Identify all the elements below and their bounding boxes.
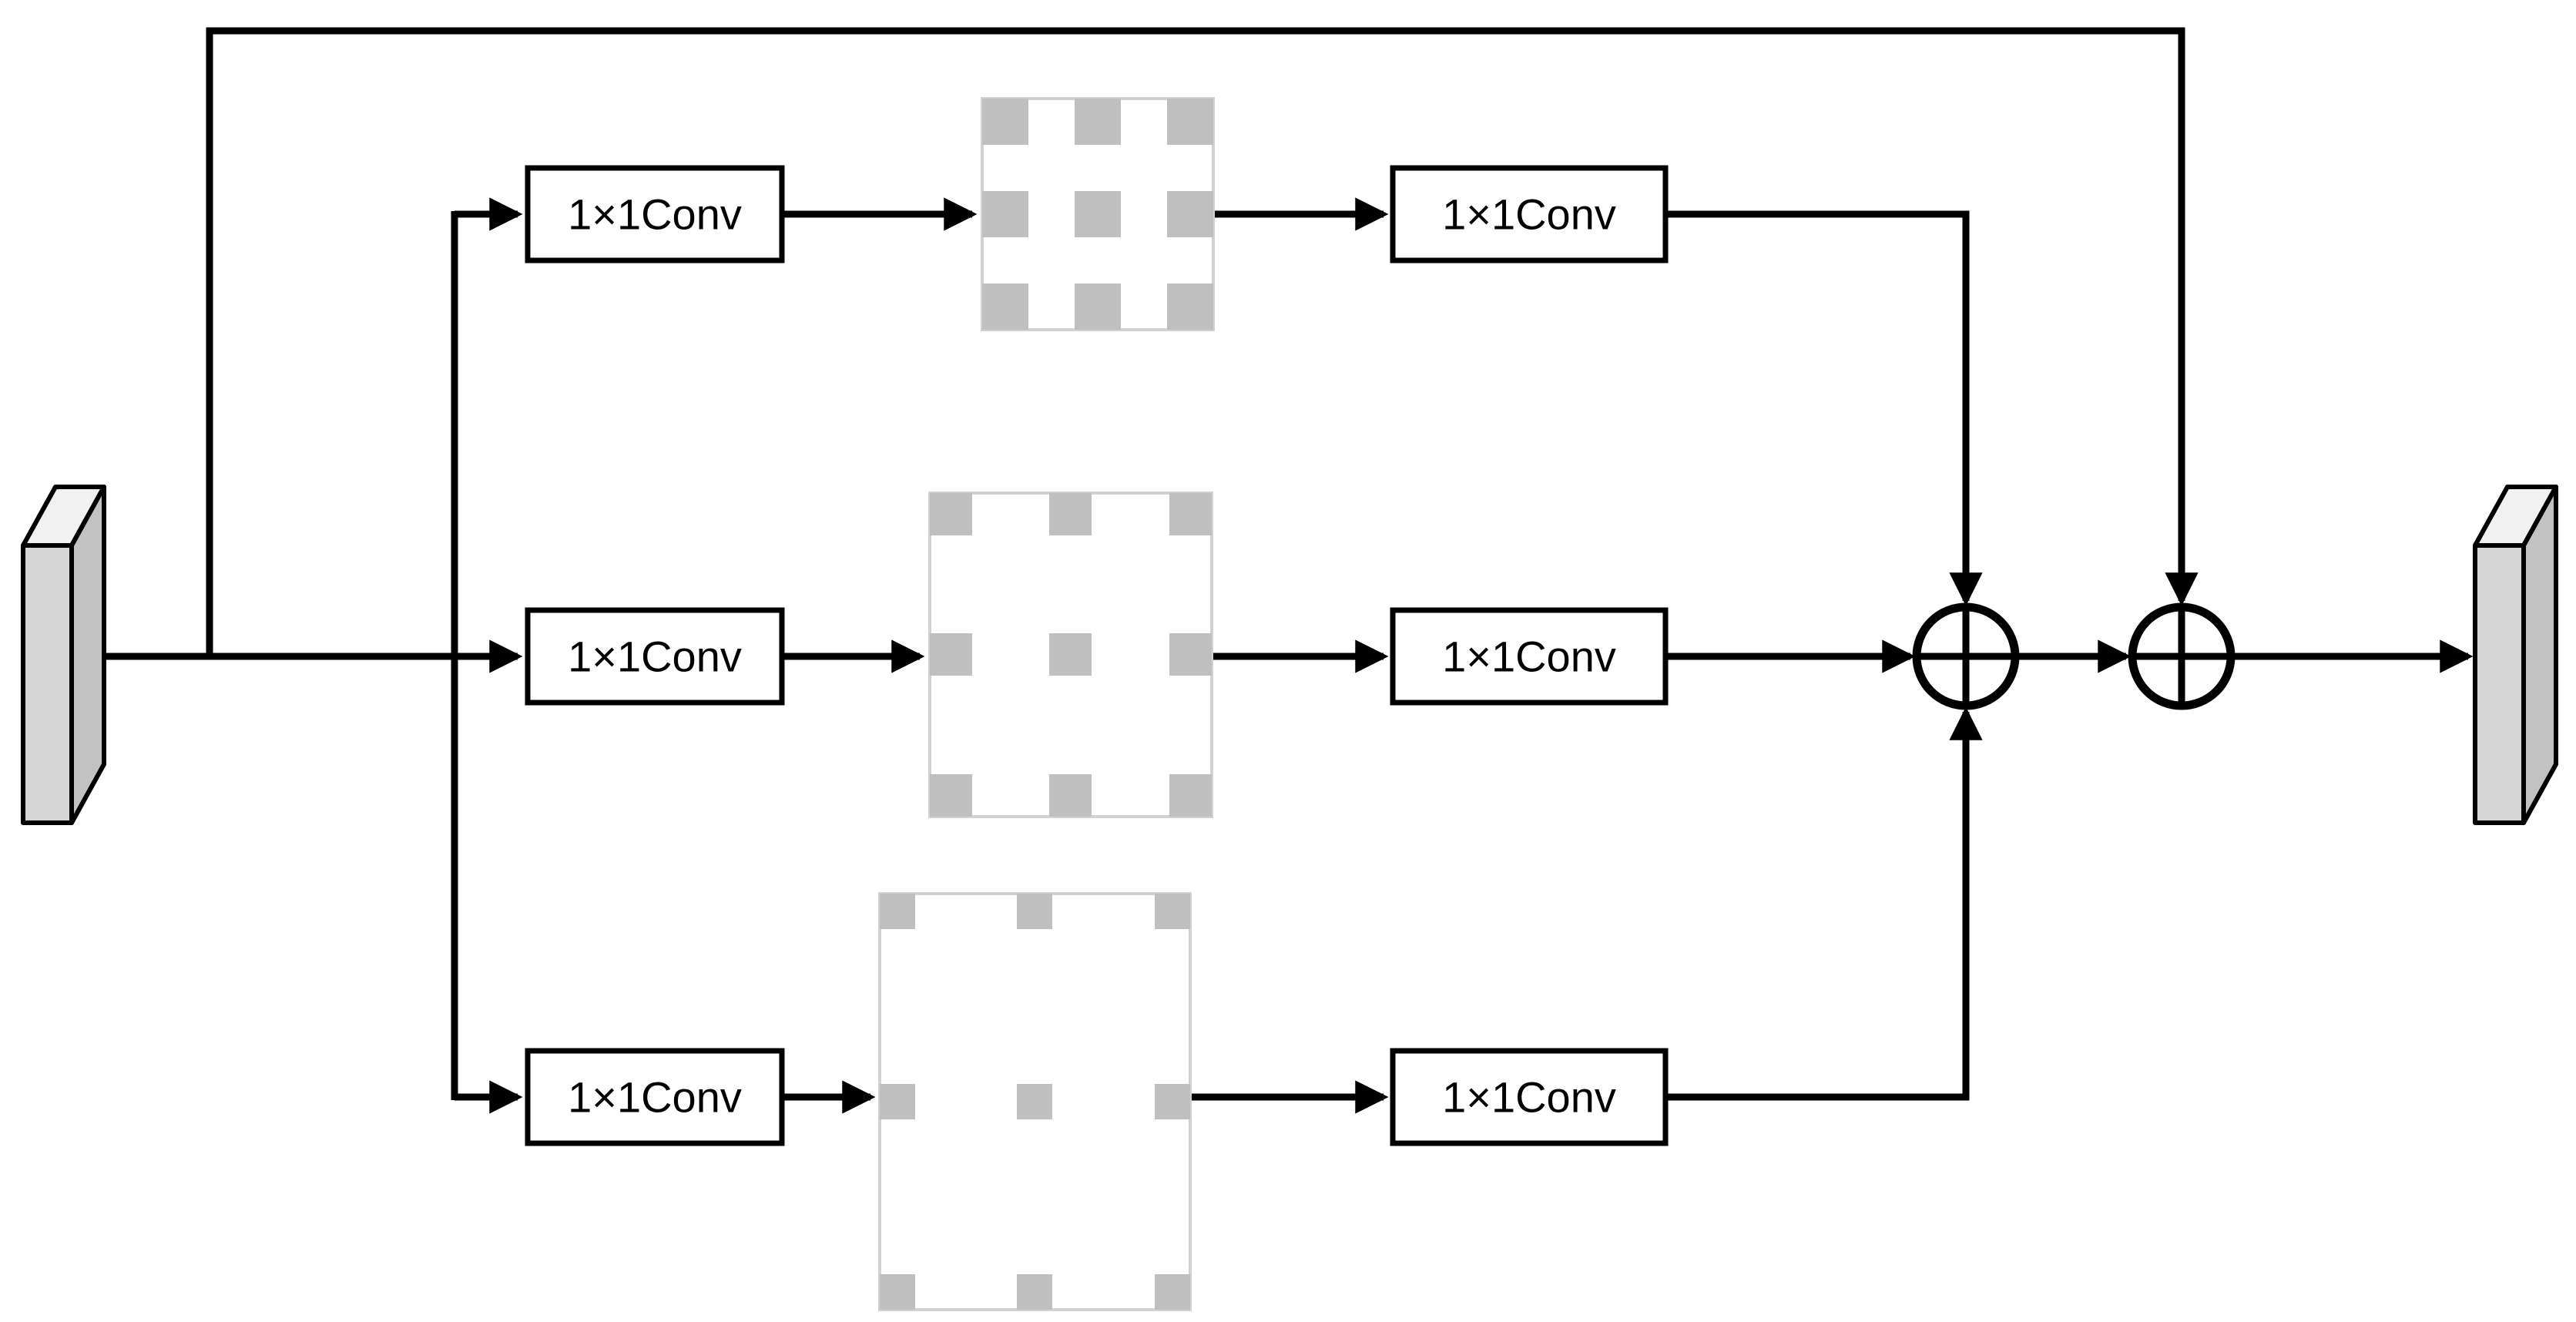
kernel-cell xyxy=(930,493,972,535)
add-operator-1 xyxy=(1912,602,2020,710)
kernel-cell xyxy=(1017,1274,1052,1310)
input-tensor-front-face xyxy=(21,543,74,825)
kernel-cell xyxy=(1167,284,1213,330)
kernel-cell xyxy=(1075,284,1121,330)
kernel-cell xyxy=(982,284,1028,330)
conv-box-rect xyxy=(525,165,785,263)
kernel-cell xyxy=(1049,493,1092,535)
kernel-cell xyxy=(1167,99,1213,145)
add-operator-2 xyxy=(2128,602,2236,710)
conv-box-rect xyxy=(525,607,785,706)
output-tensor-front-face xyxy=(2473,543,2526,825)
kernel-cell xyxy=(1167,191,1213,237)
conv-box-rect xyxy=(1390,165,1669,263)
kernel-cell xyxy=(1075,99,1121,145)
input-tensor-side-face xyxy=(69,485,106,825)
kernel-cell xyxy=(880,1274,915,1310)
conv-box-rect xyxy=(1390,607,1669,706)
kernel-cell xyxy=(982,191,1028,237)
kernel-cell xyxy=(1017,894,1052,929)
conv-box-top-in: 1×1Conv xyxy=(525,165,785,263)
conv-box-label: 1×1Conv xyxy=(1442,190,1616,239)
kernel-cell xyxy=(880,1084,915,1119)
kernel-grid-top xyxy=(981,97,1215,331)
kernel-cell xyxy=(930,774,972,817)
kernel-cell xyxy=(1155,894,1190,929)
conv-box-middle-out: 1×1Conv xyxy=(1390,607,1669,706)
kernel-cell xyxy=(930,633,972,676)
skip-connection-line xyxy=(206,27,2199,656)
conv-box-label: 1×1Conv xyxy=(1442,1073,1616,1122)
conv-box-label: 1×1Conv xyxy=(568,190,742,239)
kernel-cell xyxy=(1049,633,1092,676)
conv-box-label: 1×1Conv xyxy=(568,1073,742,1122)
kernel-cell xyxy=(1169,493,1212,535)
top-branch-to-sum1-arrow xyxy=(1665,210,1983,606)
kernel-cell xyxy=(1169,774,1212,817)
input-tensor xyxy=(21,485,106,825)
kernel-cell xyxy=(1169,633,1212,676)
conv-box-bottom-out: 1×1Conv xyxy=(1390,1048,1669,1146)
conv-box-label: 1×1Conv xyxy=(568,632,742,681)
kernel-cell xyxy=(1155,1274,1190,1310)
kernel-grid-bottom xyxy=(878,892,1192,1311)
kernel-grid-middle xyxy=(928,492,1213,818)
kernel-cell xyxy=(1049,774,1092,817)
conv-box-label: 1×1Conv xyxy=(1442,632,1616,681)
kernel-cell xyxy=(880,894,915,929)
kernel-cell xyxy=(1075,191,1121,237)
connectors xyxy=(91,27,2474,1114)
kernel-cell xyxy=(1017,1084,1052,1119)
output-tensor xyxy=(2473,485,2558,825)
output-tensor-side-face xyxy=(2521,485,2558,825)
conv-box-top-out: 1×1Conv xyxy=(1390,165,1669,263)
conv-box-rect xyxy=(525,1048,785,1146)
conv-box-rect xyxy=(1390,1048,1669,1146)
bottom-branch-to-sum1-arrow xyxy=(1665,706,1983,1101)
conv-box-middle-in: 1×1Conv xyxy=(525,607,785,706)
kernel-cell xyxy=(1155,1084,1190,1119)
kernel-cell xyxy=(982,99,1028,145)
conv-box-bottom-in: 1×1Conv xyxy=(525,1048,785,1146)
